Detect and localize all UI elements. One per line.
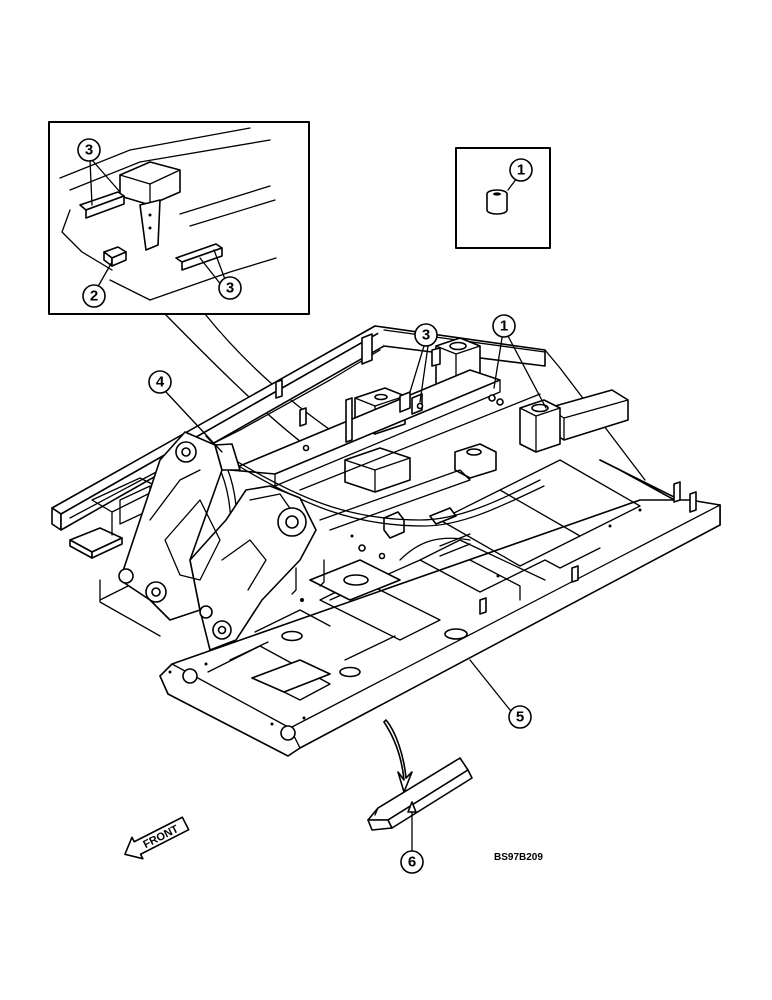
svg-text:3: 3 bbox=[422, 327, 430, 344]
svg-text:6: 6 bbox=[408, 854, 416, 871]
leader-frame-5 bbox=[469, 659, 511, 711]
svg-text:1: 1 bbox=[500, 318, 508, 335]
callout-inset-2: 2 bbox=[82, 284, 106, 308]
svg-text:5: 5 bbox=[516, 709, 524, 726]
svg-text:3: 3 bbox=[226, 280, 234, 297]
callout-frame-4: 4 bbox=[148, 370, 172, 394]
front-direction-arrow: FRONT bbox=[124, 816, 190, 860]
leader-frame-1b bbox=[507, 335, 547, 409]
callout-frame-3: 3 bbox=[414, 323, 438, 347]
svg-text:1: 1 bbox=[517, 162, 525, 179]
leader-frame-3b bbox=[419, 345, 429, 403]
inset-detail-box bbox=[48, 121, 310, 315]
main-frame-assembly bbox=[51, 325, 721, 757]
panel-removal-arrow bbox=[383, 719, 413, 793]
inset-frame bbox=[48, 121, 310, 315]
spacer-detail-frame bbox=[455, 147, 551, 249]
svg-text:2: 2 bbox=[90, 288, 98, 305]
callout-inset-3a: 3 bbox=[77, 138, 101, 162]
leader-frame-4 bbox=[165, 391, 223, 453]
callout-frame-6: 6 bbox=[400, 850, 424, 874]
svg-text:4: 4 bbox=[156, 374, 165, 391]
callout-inset-3b: 3 bbox=[218, 276, 242, 300]
leader-frame-3a bbox=[409, 345, 425, 393]
side-trim-panel bbox=[367, 757, 473, 831]
callout-frame-5: 5 bbox=[508, 705, 532, 729]
callout-frame-1: 1 bbox=[492, 314, 516, 338]
svg-text:3: 3 bbox=[85, 142, 93, 159]
figure-reference-code: BS97B209 bbox=[494, 852, 543, 863]
leader-frame-1a bbox=[493, 337, 503, 389]
callout-detail-1: 1 bbox=[509, 158, 533, 182]
spacer-detail-box bbox=[455, 147, 551, 249]
